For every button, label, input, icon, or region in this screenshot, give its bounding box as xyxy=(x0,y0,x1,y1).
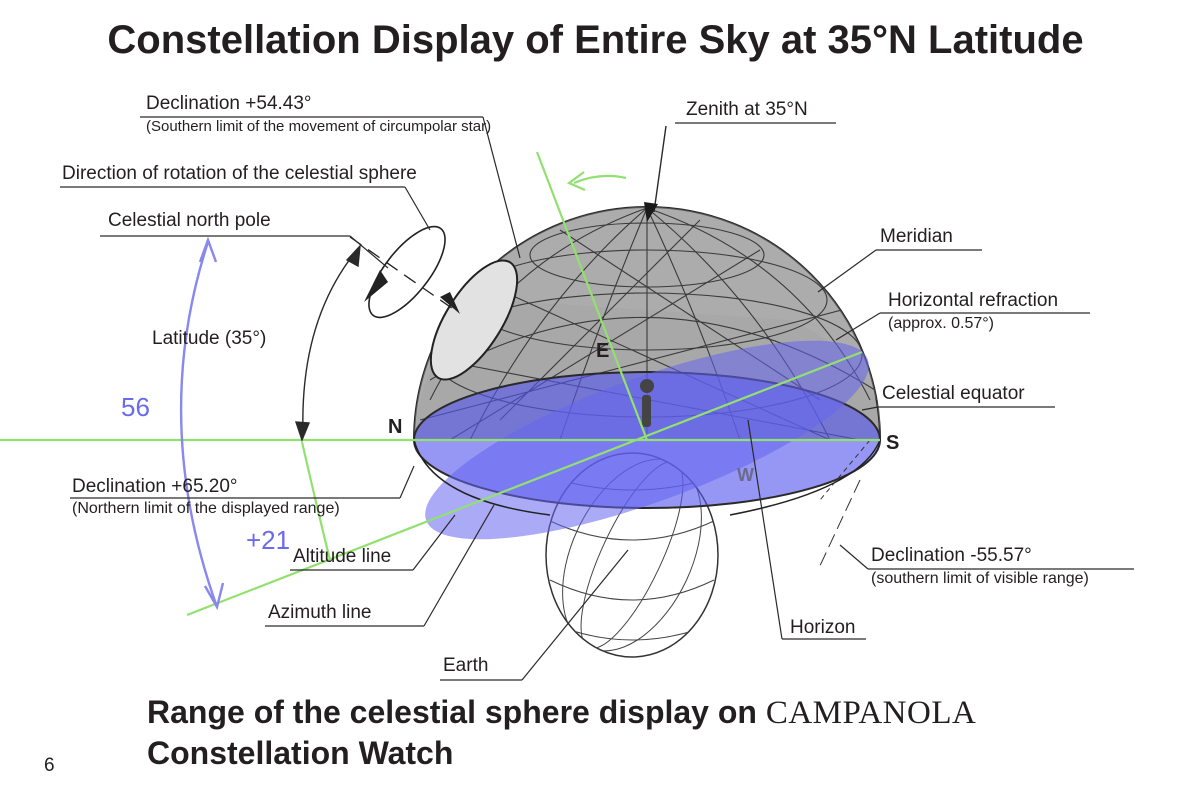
label-azimuth-line: Azimuth line xyxy=(268,602,372,623)
label-declination-neg55-note: (southern limit of visible range) xyxy=(871,570,1089,587)
label-horizon: Horizon xyxy=(790,617,856,638)
annotation-plus-21: +21 xyxy=(246,525,291,555)
label-declination-65-note: (Northern limit of the displayed range) xyxy=(72,500,340,517)
label-meridian: Meridian xyxy=(880,226,953,247)
label-altitude-line: Altitude line xyxy=(293,546,392,567)
label-rotation-direction: Direction of rotation of the celestial s… xyxy=(62,163,417,184)
label-leader-lines xyxy=(60,116,1134,681)
hand-drawn-arc xyxy=(179,236,225,611)
label-latitude: Latitude (35°) xyxy=(152,328,267,349)
page-title: Constellation Display of Entire Sky at 3… xyxy=(107,18,1084,62)
label-declination-65: Declination +65.20° xyxy=(72,476,238,497)
brand-logo: CAMPANOLA xyxy=(765,695,977,731)
label-celestial-north-pole: Celestial north pole xyxy=(108,210,271,231)
label-declination-54-note: (Southern limit of the movement of circu… xyxy=(146,118,492,135)
direction-west: W xyxy=(737,465,754,485)
direction-north: N xyxy=(388,416,403,438)
green-reference-lines xyxy=(0,151,880,617)
footer-line1: Range of the celestial sphere display on xyxy=(147,694,757,730)
rotation-indicator xyxy=(349,225,460,319)
label-horizontal-refraction: Horizontal refraction xyxy=(888,290,1059,311)
observer-figure xyxy=(640,379,654,427)
label-zenith: Zenith at 35°N xyxy=(686,99,808,120)
page-number: 6 xyxy=(44,755,55,776)
label-celestial-equator: Celestial equator xyxy=(882,383,1025,404)
footer-line2: Constellation Watch xyxy=(147,735,454,771)
label-earth: Earth xyxy=(443,655,489,676)
annotation-56: 56 xyxy=(121,392,150,422)
label-declination-neg55: Declination -55.57° xyxy=(871,545,1032,566)
label-declination-54: Declination +54.43° xyxy=(146,93,312,114)
zenith-arrow xyxy=(644,125,667,222)
label-horizontal-refraction-note: (approx. 0.57°) xyxy=(888,315,995,332)
direction-east: E xyxy=(596,340,610,362)
direction-south: S xyxy=(886,432,900,454)
footer-caption: Range of the celestial sphere display on… xyxy=(147,692,976,773)
latitude-arc xyxy=(295,243,361,443)
